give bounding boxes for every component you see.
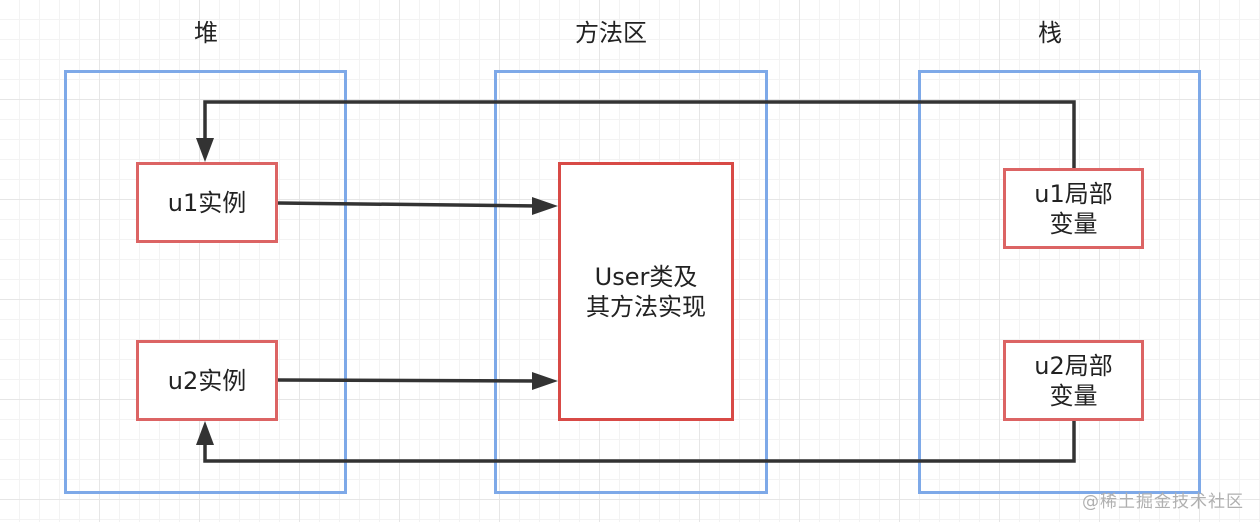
user-class-node[interactable]: User类及 其方法实现 [558, 162, 734, 421]
heap-title: 堆 [194, 19, 218, 47]
u1-class-arrowhead [532, 197, 558, 215]
user-class-label-line2: 其方法实现 [586, 292, 706, 321]
u2-reference-arrowhead [196, 421, 214, 445]
u2-local-label-line2: 变量 [1049, 381, 1098, 410]
u2-local-label-line1: u2局部 [1034, 351, 1113, 380]
u2-class-arrow [277, 378, 541, 383]
stack-region[interactable] [918, 70, 1201, 494]
u2-reference-arrow [203, 421, 1076, 463]
u1-instance-label: u1实例 [167, 188, 247, 217]
u2-class-arrowhead [532, 372, 558, 390]
watermark: @稀土掘金技术社区 [1082, 492, 1244, 512]
u1-reference-arrowhead [196, 138, 214, 162]
stack-title: 栈 [1038, 19, 1062, 47]
u2-instance-label: u2实例 [167, 366, 247, 395]
u1-local-label-line2: 变量 [1049, 209, 1098, 238]
u1-reference-arrow [203, 100, 1076, 168]
user-class-label-line1: User类及 [594, 262, 698, 291]
u2-local-variable-node[interactable]: u2局部 变量 [1003, 340, 1144, 421]
u1-local-variable-node[interactable]: u1局部 变量 [1003, 168, 1144, 249]
method-area-title: 方法区 [575, 19, 647, 47]
u1-instance-node[interactable]: u1实例 [136, 162, 278, 243]
u2-instance-node[interactable]: u2实例 [136, 340, 278, 421]
heap-region[interactable] [64, 70, 347, 494]
u1-class-arrow [277, 201, 541, 208]
u1-local-label-line1: u1局部 [1034, 179, 1113, 208]
method-area-region[interactable] [494, 70, 768, 494]
